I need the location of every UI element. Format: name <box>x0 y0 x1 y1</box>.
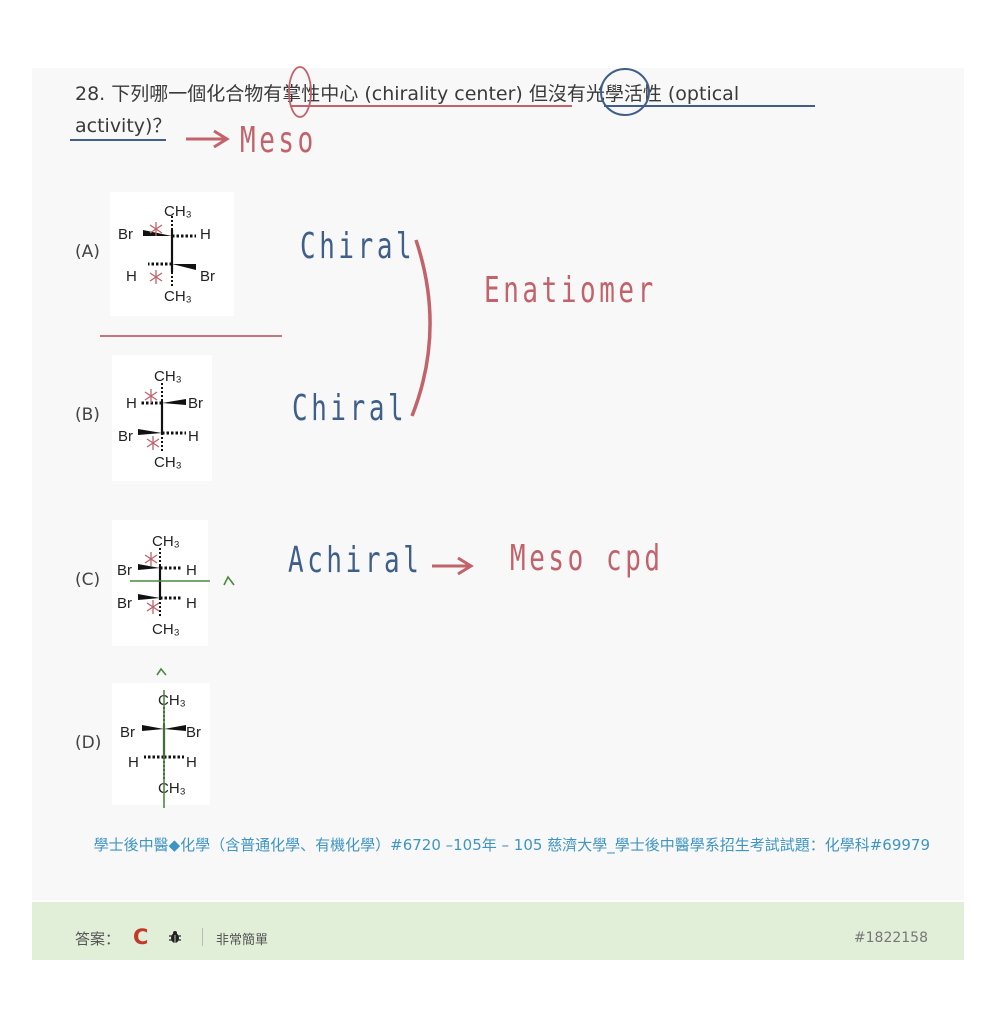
annotation-meso: Meso <box>240 120 317 161</box>
option-c-top: CH₃ <box>152 533 180 550</box>
option-d-label[interactable]: (D) <box>75 733 102 753</box>
option-b-bottom: CH₃ <box>154 454 182 471</box>
option-d-left2: H <box>128 754 139 771</box>
option-b-right2: H <box>188 428 199 445</box>
option-b-left1: H <box>126 395 137 412</box>
option-a-left1: Br <box>118 226 133 243</box>
option-c-left2: Br <box>117 595 132 612</box>
option-c-bottom: CH₃ <box>152 621 180 638</box>
answer-bar <box>32 902 964 960</box>
answer-divider <box>202 928 203 946</box>
answer-value: C <box>133 925 149 949</box>
option-d-right1: Br <box>186 724 201 741</box>
option-b-label[interactable]: (B) <box>75 405 100 425</box>
annotation-enantiomer: Enatiomer <box>484 270 657 311</box>
option-a-bottom: CH₃ <box>164 288 192 305</box>
option-c-right2: H <box>186 595 197 612</box>
option-b-left2: Br <box>118 428 133 445</box>
answer-label: 答案： <box>75 930 121 948</box>
option-a-right2: Br <box>200 268 215 285</box>
question-text: 28. 下列哪一個化合物有掌性中心 (chirality center) 但沒有… <box>75 78 835 142</box>
question-circled-1: 有 <box>263 83 283 105</box>
option-d-bottom: CH₃ <box>158 780 186 797</box>
option-d-structure[interactable]: CH₃ Br Br H H CH₃ <box>112 683 210 805</box>
option-b-top: CH₃ <box>154 368 182 385</box>
annotation-chiral-b: Chiral <box>292 388 408 429</box>
option-a-label[interactable]: (A) <box>75 242 100 262</box>
difficulty-label: 非常簡單 <box>216 933 269 948</box>
option-c-structure[interactable]: CH₃ Br H Br H CH₃ <box>112 520 208 646</box>
option-d-left1: Br <box>120 724 135 741</box>
source-link[interactable]: 學士後中醫◆化學（含普通化學、有機化學）#6720 –105年 – 105 慈濟… <box>93 836 930 854</box>
question-id: #1822158 <box>853 930 928 946</box>
option-b-right1: Br <box>188 395 203 412</box>
question-text-before: 下列哪一個化合物 <box>111 83 264 105</box>
option-a-left2: H <box>126 268 137 285</box>
annotation-chiral-a: Chiral <box>300 226 416 267</box>
option-c-right1: H <box>186 562 197 579</box>
bug-report-icon[interactable] <box>168 930 182 944</box>
option-c-label[interactable]: (C) <box>75 570 101 590</box>
annotation-meso-cpd: Meso cpd <box>510 538 664 579</box>
option-a-top: CH₃ <box>164 203 192 220</box>
option-b-structure[interactable]: CH₃ H Br Br H CH₃ <box>112 355 212 481</box>
option-d-top: CH₃ <box>158 692 186 709</box>
annotation-achiral: Achiral <box>288 540 423 581</box>
option-c-left1: Br <box>117 562 132 579</box>
option-a-structure[interactable]: CH₃ Br H H Br CH₃ <box>110 192 234 316</box>
question-circled-2: 沒有 <box>547 83 586 105</box>
option-a-right1: H <box>200 226 211 243</box>
question-number: 28. <box>75 83 106 105</box>
question-text-middle: 掌性中心 (chirality center) 但 <box>282 83 548 105</box>
option-d-right2: H <box>186 754 197 771</box>
